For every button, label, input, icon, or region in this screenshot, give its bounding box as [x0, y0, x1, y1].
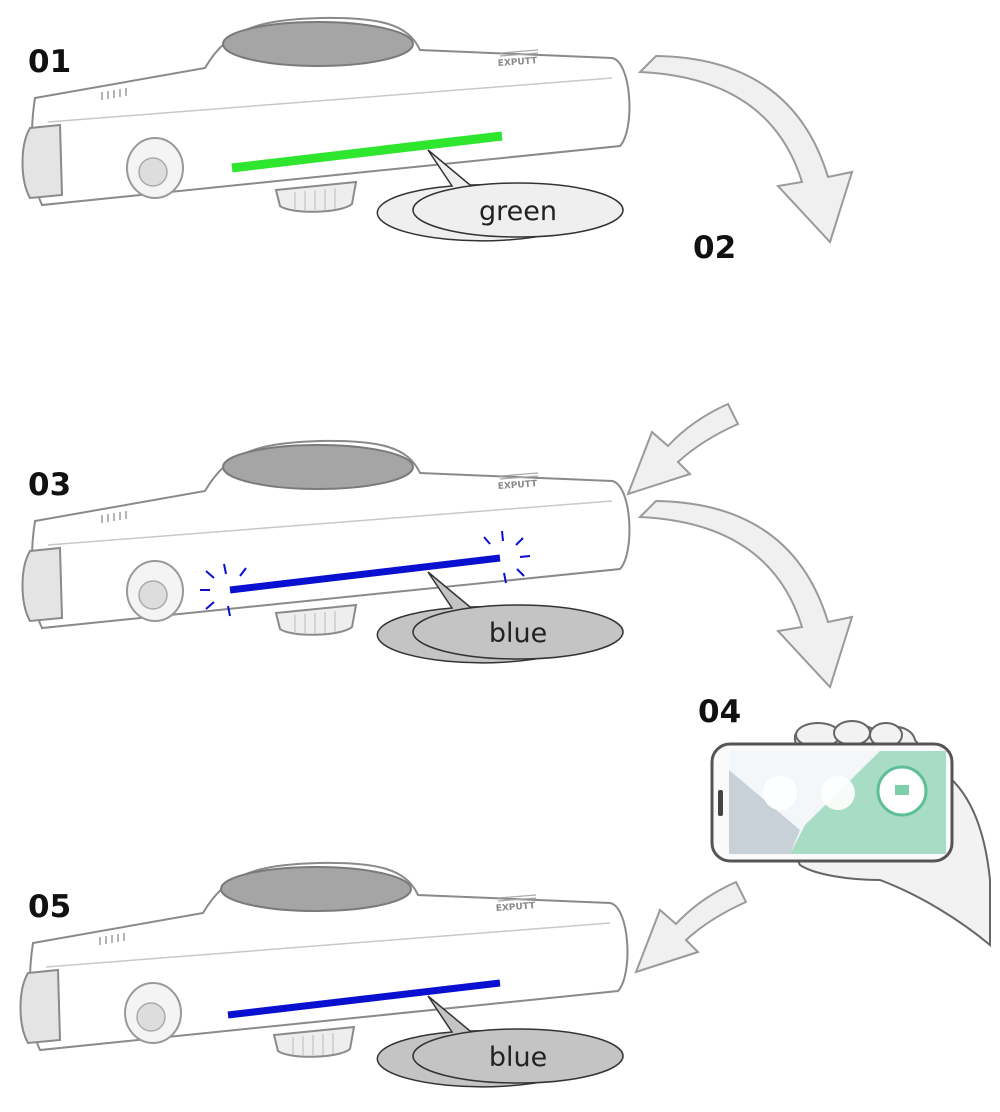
step-04-label: 04 [698, 694, 741, 730]
step-03-label: 03 [28, 467, 71, 503]
callout-text-green: green [479, 196, 557, 227]
device-brand-label: EXPUTT [498, 479, 539, 492]
led-light-bar [231, 131, 503, 173]
curved-arrow-icon [635, 881, 747, 973]
callout-text-blue: blue [489, 618, 547, 649]
smartphone-in-hand [710, 720, 991, 948]
step-05-label: 05 [28, 889, 71, 925]
callout-ellipse [412, 1028, 624, 1084]
step-02-label: 02 [693, 230, 736, 266]
curved-arrow-icon [639, 500, 853, 688]
device-illustration [19, 861, 629, 1058]
curved-arrow-icon [627, 403, 739, 495]
led-light-bar [227, 979, 501, 1019]
curved-arrow-icon [639, 55, 853, 243]
blink-marks [200, 530, 531, 617]
step-01-label: 01 [28, 44, 71, 80]
device-brand-label: EXPUTT [498, 56, 539, 69]
device-brand-label: EXPUTT [496, 901, 537, 914]
callout-ellipse [412, 604, 624, 660]
callout-text-blue: blue [489, 1042, 547, 1073]
device-illustration [21, 16, 631, 213]
led-light-bar [229, 554, 501, 594]
callout-ellipse [412, 182, 624, 238]
